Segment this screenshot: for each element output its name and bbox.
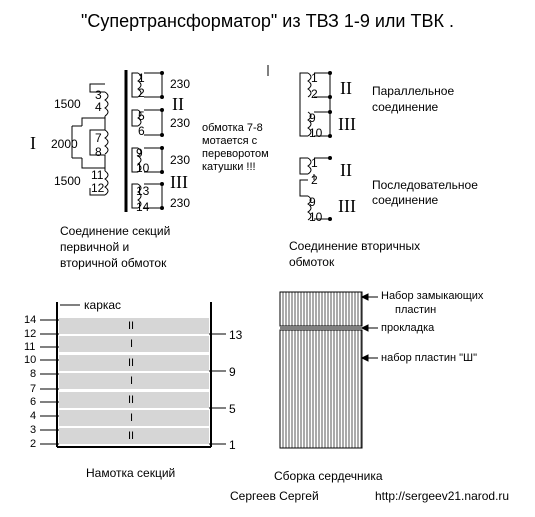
page-title: "Супертрансформатор" из ТВЗ 1-9 или ТВК … bbox=[81, 11, 454, 31]
ser-pin-9: 9 bbox=[309, 195, 316, 209]
parallel-text-2: соединение bbox=[372, 100, 439, 114]
layer-3: II bbox=[128, 357, 135, 369]
caption-sections-1: Соединение секций bbox=[60, 224, 171, 238]
layer-4: I bbox=[130, 375, 134, 387]
wind-left-10: 10 bbox=[24, 354, 37, 366]
wind-left-11: 11 bbox=[24, 341, 36, 353]
pin-11: 11 bbox=[91, 168, 104, 182]
coil-13-14 bbox=[137, 183, 142, 209]
primary-roman-I: I bbox=[30, 133, 36, 153]
parallel-text-1: Параллельное bbox=[372, 84, 455, 98]
wind-left-12: 12 bbox=[24, 328, 37, 340]
wind-left-3: 3 bbox=[30, 424, 37, 436]
closing-plates bbox=[279, 291, 363, 327]
series-text-1: Последовательное bbox=[372, 178, 478, 192]
turns-label-mid: 2000 bbox=[51, 137, 78, 151]
coil-9-10 bbox=[137, 147, 142, 173]
winding-caption: Намотка секций bbox=[86, 466, 176, 480]
secondary-roman-III: III bbox=[170, 172, 188, 192]
wind-left-2: 2 bbox=[30, 438, 37, 450]
turns-230-b: 230 bbox=[170, 116, 191, 130]
wind-left-4: 4 bbox=[30, 410, 37, 422]
wind-left-14: 14 bbox=[24, 314, 37, 326]
layer-2: I bbox=[130, 338, 134, 350]
core-caption: Сборка сердечника bbox=[274, 469, 383, 483]
par-pin-10: 10 bbox=[309, 126, 323, 140]
pin-2: 2 bbox=[138, 86, 145, 100]
pin-7: 7 bbox=[95, 131, 102, 145]
frame-label: каркас bbox=[84, 298, 122, 312]
layer-5: II bbox=[128, 394, 135, 406]
sh-plates bbox=[279, 329, 363, 449]
pin-13: 13 bbox=[136, 184, 150, 198]
winding-layers bbox=[59, 318, 209, 444]
ser-roman-II: II bbox=[340, 160, 352, 180]
wind-left-7: 7 bbox=[30, 383, 37, 395]
note-line-3: переворотом bbox=[202, 148, 269, 160]
ser-coil-III bbox=[307, 195, 312, 221]
caption-secondary-2: обмоток bbox=[289, 255, 335, 269]
ser-pin-10: 10 bbox=[309, 210, 323, 224]
ser-roman-III: III bbox=[338, 196, 356, 216]
layer-7: II bbox=[128, 430, 135, 442]
par-pin-9: 9 bbox=[309, 111, 316, 125]
pin-12: 12 bbox=[91, 181, 105, 195]
coil-5-6 bbox=[137, 109, 142, 127]
turns-230-c: 230 bbox=[170, 153, 191, 167]
core-label-spacer: прокладка bbox=[381, 322, 435, 334]
pin-1: 1 bbox=[138, 71, 145, 85]
pin-14: 14 bbox=[136, 200, 150, 214]
core-label-closing-2: пластин bbox=[395, 304, 437, 316]
wind-right-13: 13 bbox=[229, 328, 243, 342]
caption-secondary-1: Соединение вторичных bbox=[289, 239, 421, 253]
note-line-4: катушки !!! bbox=[202, 161, 256, 173]
note-line-1: обмотка 7-8 bbox=[202, 122, 263, 134]
ser-pin-2: 2 bbox=[311, 173, 318, 187]
caption-sections-2: первичной и bbox=[60, 240, 130, 254]
core-label-closing-1: Набор замыкающих bbox=[381, 290, 484, 302]
turns-230-a: 230 bbox=[170, 77, 191, 91]
wind-right-5: 5 bbox=[229, 402, 236, 416]
pin-6: 6 bbox=[138, 124, 145, 138]
pin-3: 3 bbox=[95, 88, 102, 102]
turns-label-top: 1500 bbox=[54, 97, 81, 111]
ser-pin-1: 1 bbox=[311, 156, 318, 170]
par-pin-2: 2 bbox=[311, 87, 318, 101]
caption-sections-3: вторичной обмоток bbox=[60, 256, 167, 270]
par-pin-1: 1 bbox=[311, 71, 318, 85]
core-label-sh: набор пластин "Ш" bbox=[381, 352, 477, 364]
series-text-2: соединение bbox=[372, 193, 439, 207]
par-coil-III bbox=[307, 111, 312, 137]
par-coil-II bbox=[307, 72, 312, 98]
par-roman-II: II bbox=[340, 78, 352, 98]
wind-left-6: 6 bbox=[30, 396, 37, 408]
secondary-roman-II: II bbox=[172, 94, 184, 114]
par-roman-III: III bbox=[338, 114, 356, 134]
pin-5: 5 bbox=[138, 109, 145, 123]
layer-1: II bbox=[128, 320, 135, 332]
layer-6: I bbox=[130, 412, 134, 424]
pin-8: 8 bbox=[95, 145, 102, 159]
pin-9: 9 bbox=[136, 146, 143, 160]
turns-label-bot: 1500 bbox=[54, 174, 81, 188]
pin-10: 10 bbox=[136, 161, 150, 175]
wind-left-8: 8 bbox=[30, 368, 37, 380]
pin-4: 4 bbox=[95, 100, 102, 114]
coil-3-4 bbox=[104, 91, 109, 117]
note-line-2: мотается с bbox=[202, 135, 258, 147]
coil-1-2 bbox=[137, 72, 142, 98]
ser-coil-II bbox=[307, 157, 312, 175]
turns-230-d: 230 bbox=[170, 196, 191, 210]
site-url: http://sergeev21.narod.ru bbox=[375, 489, 510, 503]
wind-right-9: 9 bbox=[229, 365, 236, 379]
coil-11-12 bbox=[104, 170, 109, 196]
wind-right-1: 1 bbox=[229, 438, 236, 452]
coil-7-8 bbox=[104, 129, 109, 155]
author: Сергеев Сергей bbox=[230, 489, 319, 503]
